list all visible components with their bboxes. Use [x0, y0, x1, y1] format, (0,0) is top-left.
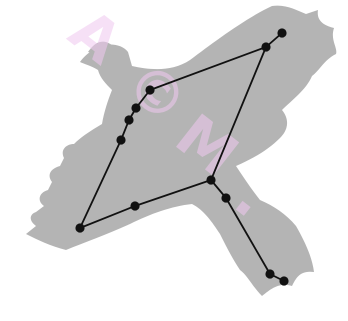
star-dot: [131, 103, 140, 112]
star-dot: [116, 135, 125, 144]
star-dot: [124, 115, 133, 124]
star-dot: [206, 175, 215, 184]
star-dot: [261, 42, 270, 51]
star-dot: [265, 269, 274, 278]
star-dot: [277, 28, 286, 37]
star-dot: [145, 85, 154, 94]
star-dot: [130, 201, 139, 210]
star-dot: [279, 276, 288, 285]
star-dot: [221, 193, 230, 202]
star-dot: [75, 223, 84, 232]
